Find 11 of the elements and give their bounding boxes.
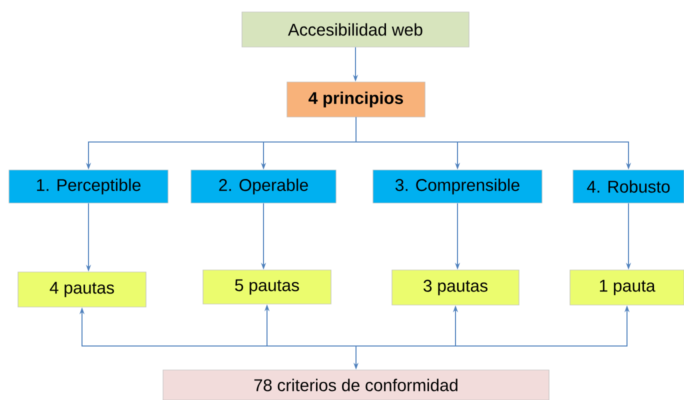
guideline-box: 3 pautas (392, 270, 520, 306)
guideline-box: 4 pautas (18, 272, 146, 308)
principle-box: 1. Perceptible (8, 170, 168, 204)
title-box: Accesibilidad web (242, 12, 470, 48)
principle-box: 3. Comprensible (372, 170, 542, 204)
principles-box: 4 principios (286, 82, 426, 118)
principle-box: 2. Operable (190, 170, 336, 204)
criteria-box: 78 criterios de conformidad (162, 370, 550, 400)
guideline-box: 5 pautas (202, 270, 332, 304)
guideline-box: 1 pauta (570, 270, 684, 306)
principle-box: 4. Robusto (572, 170, 684, 204)
